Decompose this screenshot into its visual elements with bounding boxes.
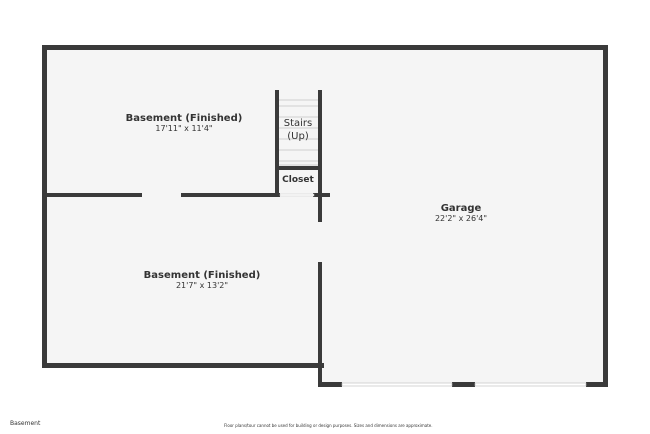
stair-treads <box>278 99 320 166</box>
garage-doors <box>341 382 587 387</box>
closet-doorway <box>279 193 315 197</box>
room-name: Garage <box>440 203 482 214</box>
room-closet: Closet <box>282 175 314 185</box>
room-dimensions: 22'2" x 26'4" <box>434 214 488 223</box>
room-name: Basement (Finished) <box>143 270 261 281</box>
room-dimensions: 21'7" x 13'2" <box>175 281 229 290</box>
room-name: Closet <box>282 175 314 185</box>
stairs-direction: (Up) <box>287 131 309 142</box>
room-basement-lower: Basement (Finished) 21'7" x 13'2" <box>144 270 261 290</box>
room-dimensions: 17'11" x 11'4" <box>155 124 213 133</box>
disclaimer: Floor plans/tour cannot be used for buil… <box>224 423 433 428</box>
floor-label: Basement <box>10 420 41 427</box>
room-stairs: Stairs (Up) <box>284 117 313 143</box>
floor-area <box>44 47 606 385</box>
room-name: Stairs <box>283 118 313 129</box>
walls <box>42 45 608 387</box>
room-basement-upper: Basement (Finished) 17'11" x 11'4" <box>126 113 243 133</box>
room-name: Basement (Finished) <box>125 113 243 124</box>
room-garage: Garage 22'2" x 26'4" <box>435 203 487 223</box>
